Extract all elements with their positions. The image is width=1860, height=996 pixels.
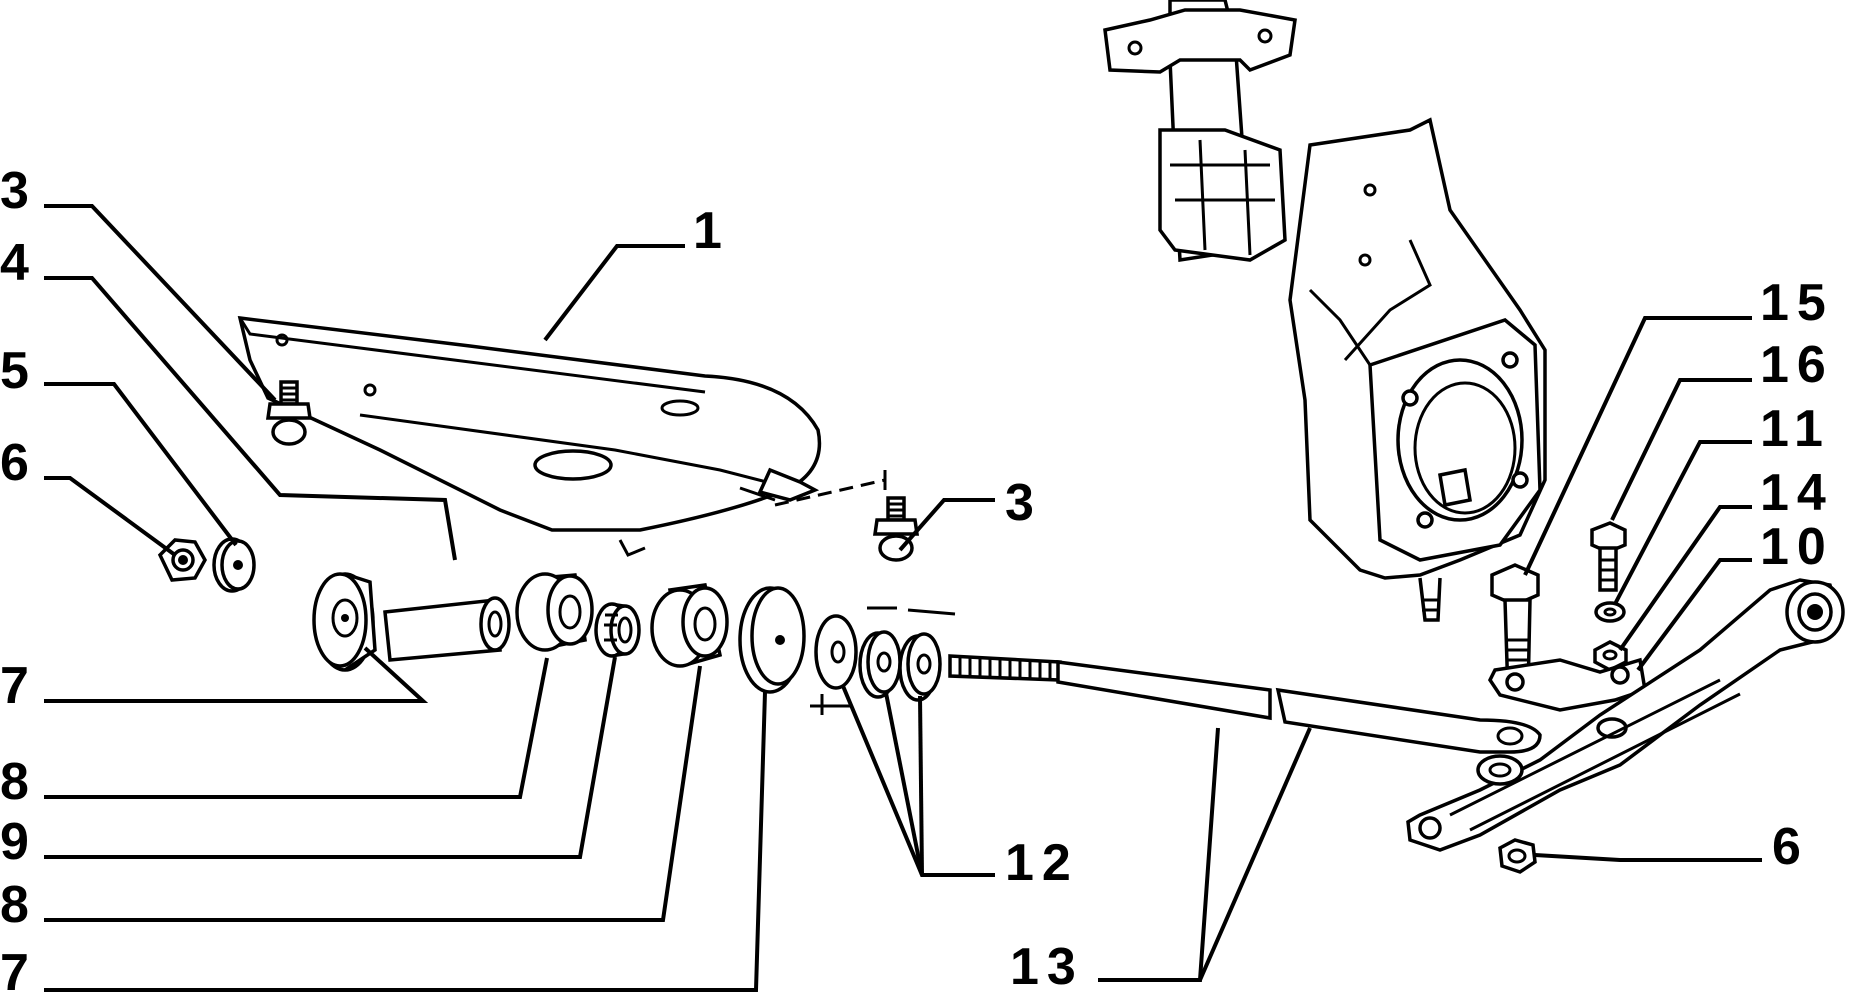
- callout-1: 1: [693, 202, 730, 260]
- callout-6-left: 6: [0, 434, 37, 492]
- callout-11: 11: [1760, 400, 1831, 458]
- callout-14: 14: [1760, 464, 1834, 522]
- callout-8-lower: 8: [0, 876, 37, 934]
- part-cup-washer-outer: [312, 572, 377, 672]
- part-nut-right: [1498, 838, 1537, 874]
- part-cup-washer-inner: [738, 586, 806, 694]
- part-washer-left: [212, 537, 256, 593]
- part-mounting-bracket: [237, 315, 887, 557]
- part-nut-left: [157, 538, 208, 582]
- part-spacer-sleeve: [383, 596, 511, 662]
- part-nut-small: [1593, 640, 1628, 672]
- part-spring-washer: [1594, 601, 1626, 623]
- callout-9: 9: [0, 813, 37, 871]
- part-bolt-short: [1590, 521, 1627, 592]
- part-lower-control-arm: [1406, 578, 1845, 852]
- part-strut: [1103, 0, 1297, 263]
- part-rubber-bushing-1: [515, 572, 594, 652]
- callout-labels: 1 3 4 5 6 7 8 9 8 7 3 12 13 15 16 11 14 …: [0, 162, 1834, 996]
- callout-5: 5: [0, 342, 37, 400]
- callout-3-right: 3: [1005, 474, 1042, 532]
- callout-16: 16: [1760, 336, 1834, 394]
- part-stud-bolt-right: [872, 496, 920, 562]
- part-shim-1: [810, 614, 858, 715]
- callout-13: 13: [1010, 938, 1084, 996]
- part-shim-3: [898, 608, 956, 702]
- callout-3-left: 3: [0, 162, 37, 220]
- callout-7-lower: 7: [0, 944, 37, 996]
- callout-8-upper: 8: [0, 753, 37, 811]
- callout-7-upper: 7: [0, 657, 37, 715]
- callout-15: 15: [1760, 274, 1834, 332]
- callout-12: 12: [1005, 834, 1079, 892]
- callout-6-right: 6: [1772, 818, 1809, 876]
- callout-4: 4: [0, 234, 37, 292]
- part-rubber-bushing-2: [650, 583, 729, 668]
- leader-lines: [44, 204, 1762, 992]
- part-steering-knuckle: [1288, 117, 1547, 622]
- part-stud-bolt-left: [265, 380, 313, 446]
- callout-10: 10: [1760, 518, 1834, 576]
- part-inner-spacer: [594, 602, 641, 658]
- part-tie-rod: [948, 654, 1542, 754]
- part-shim-2: [858, 606, 902, 699]
